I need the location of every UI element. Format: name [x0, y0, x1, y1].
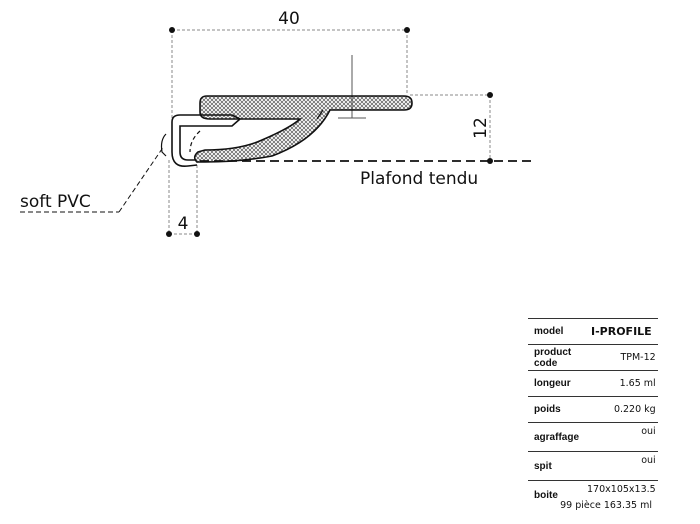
spec-value: oui	[581, 451, 658, 481]
spec-row-agraffage: agraffage oui	[528, 422, 658, 452]
dim-height-label: 12	[471, 117, 491, 139]
spec-value: TPM-12	[581, 344, 658, 371]
spec-row-model: model I-PROFILE	[528, 318, 658, 345]
spec-value: 170x105x13.5	[587, 484, 656, 495]
spec-key: poids	[528, 396, 582, 423]
material-label: soft PVC	[20, 192, 91, 212]
packaging-note: 99 pièce 163.35 ml	[560, 500, 652, 511]
spec-value: 1.65 ml	[581, 370, 658, 397]
spec-value: I-PROFILE	[581, 318, 658, 345]
spec-row-boite: boite 170x105x13.5	[528, 481, 658, 510]
dimension-width: 40	[169, 9, 410, 130]
spec-row-longeur: longeur 1.65 ml	[528, 370, 658, 397]
spec-key: agraffage	[528, 422, 582, 452]
spec-value: 0.220 kg	[581, 396, 658, 423]
dim-small-label: 4	[178, 214, 189, 234]
spec-key: spit	[528, 451, 582, 481]
dimension-small: 4	[166, 160, 200, 237]
spec-row-product-code: product code TPM-12	[528, 344, 658, 371]
spec-row-spit: spit oui	[528, 451, 658, 481]
spec-row-poids: poids 0.220 kg	[528, 396, 658, 423]
ceiling-label: Plafond tendu	[360, 169, 478, 189]
profile-section	[160, 95, 413, 168]
spec-key: longeur	[528, 370, 582, 397]
spec-table: model I-PROFILE product code TPM-12 long…	[528, 318, 658, 509]
dimension-height: 12	[410, 92, 493, 164]
spec-key: boite	[534, 489, 558, 501]
spec-key: model	[528, 318, 582, 345]
dim-width-label: 40	[278, 9, 300, 29]
profile-drawing: 40 12 4 Plafond tendu soft PVC	[20, 9, 533, 237]
spec-key: product code	[528, 344, 582, 371]
material-leader	[118, 145, 165, 213]
spec-value: oui	[581, 422, 658, 452]
